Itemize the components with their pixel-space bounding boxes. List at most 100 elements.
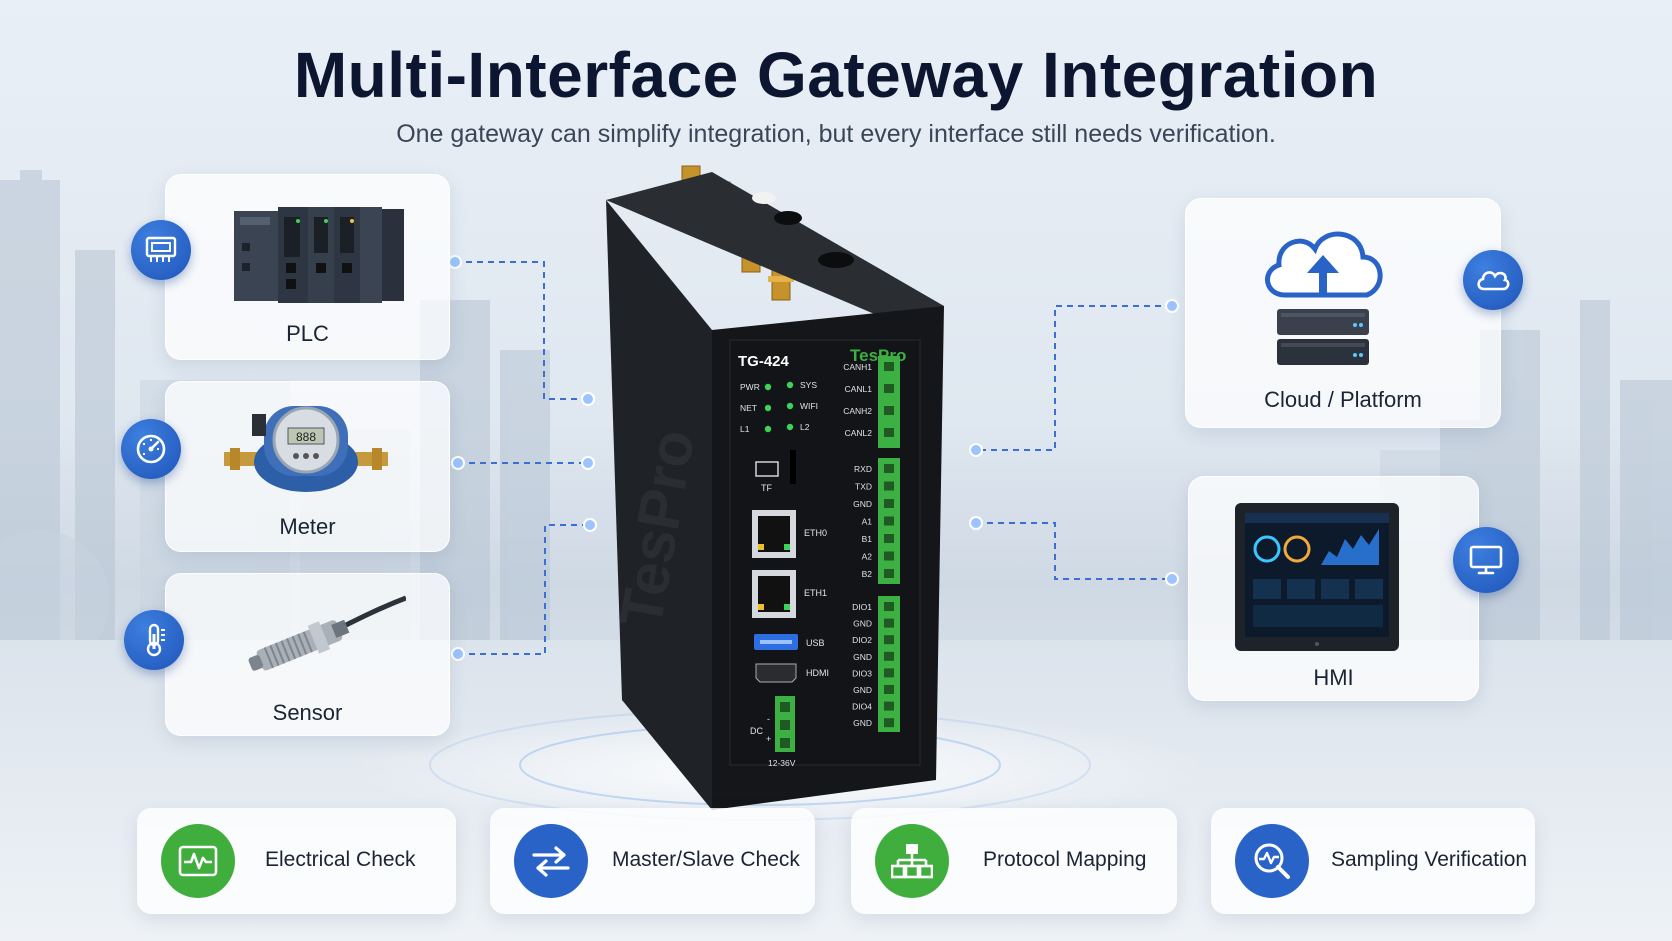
terminal-hole: [884, 516, 894, 526]
terminal-hole: [884, 534, 894, 543]
step-protocol-mapping: Protocol Mapping: [851, 808, 1177, 914]
terminal-pin-label: GND: [853, 499, 872, 509]
sensor-label: Sensor: [272, 700, 343, 725]
meter-display-text: 888: [296, 430, 316, 444]
svg-text:SYS: SYS: [800, 380, 817, 390]
svg-text:L1: L1: [740, 424, 750, 434]
terminal-pin-label: A1: [862, 517, 873, 527]
hmi-card: HMI: [1188, 476, 1479, 701]
sensor-badge: [124, 610, 184, 670]
step-icon-circle: [161, 824, 235, 898]
gateway-device: TesPro TG-424 TesPro PWR NET L1 SYS WIFI…: [606, 165, 944, 810]
plc-image: [234, 207, 404, 303]
svg-text:HDMI: HDMI: [806, 668, 829, 678]
monitor-icon: [1469, 545, 1503, 575]
terminal-hole: [884, 481, 894, 491]
terminal-hole: [884, 651, 894, 661]
step-label: Master/Slave Check: [612, 848, 800, 871]
svg-text:NET: NET: [740, 403, 757, 413]
cloud-label: Cloud / Platform: [1264, 387, 1422, 412]
terminal-hole: [884, 551, 894, 561]
terminal-hole: [884, 464, 894, 473]
meter-card: 888 Meter: [165, 381, 450, 552]
terminal-hole: [884, 701, 894, 711]
svg-text:-: -: [767, 714, 770, 724]
sensor-card: Sensor: [165, 573, 450, 736]
step-icon-circle: [875, 824, 949, 898]
terminal-hole: [884, 668, 894, 678]
meter-label: Meter: [279, 514, 336, 539]
cloud-icon: [1477, 271, 1510, 291]
terminal-pin-label: CANL1: [845, 384, 873, 394]
terminal-pin-label: CANL2: [845, 428, 873, 438]
terminal-pin-label: GND: [853, 685, 872, 695]
chip-icon: [145, 236, 177, 262]
terminal-hole: [884, 685, 894, 694]
terminal-pin-label: B2: [862, 569, 873, 579]
terminal-pin-label: TXD: [855, 482, 872, 492]
meter-image: 888: [224, 406, 388, 492]
waveform-icon: [178, 845, 218, 877]
terminal-pin-label: GND: [853, 718, 872, 728]
page-subtitle: One gateway can simplify integration, bu…: [396, 120, 1276, 148]
terminal-pin-label: CANH1: [843, 362, 872, 372]
terminal-pin-label: CANH2: [843, 406, 872, 416]
terminal-hole: [884, 406, 894, 415]
terminal-hole: [884, 718, 894, 728]
plc-label: PLC: [286, 321, 329, 346]
terminal-hole: [884, 428, 894, 437]
thermometer-icon: [146, 623, 165, 657]
swap-arrows-icon: [532, 846, 570, 877]
step-icon-circle: [1235, 824, 1309, 898]
gauge-icon: [136, 434, 166, 464]
terminal-pin-label: GND: [853, 619, 872, 629]
terminal-pin-label: DIO1: [852, 602, 872, 612]
hmi-image: [1235, 503, 1399, 651]
svg-text:+: +: [766, 734, 771, 744]
terminal-pin-label: DIO3: [852, 668, 872, 678]
step-sampling-verification: Sampling Verification: [1211, 808, 1535, 914]
terminal-hole: [884, 499, 894, 508]
step-label: Sampling Verification: [1331, 848, 1528, 871]
hmi-badge: [1453, 527, 1519, 593]
step-master-slave-check: Master/Slave Check: [490, 808, 815, 914]
terminal-pin-label: GND: [853, 652, 872, 662]
cloud-badge: [1463, 250, 1523, 310]
svg-text:DC: DC: [750, 726, 763, 736]
gateway-model: TG-424: [738, 353, 790, 370]
svg-text:12-36V: 12-36V: [768, 758, 796, 768]
meter-badge: [121, 419, 181, 479]
sensor-image: [248, 595, 406, 671]
step-label: Protocol Mapping: [983, 848, 1147, 871]
svg-text:TF: TF: [761, 483, 772, 493]
hmi-label: HMI: [1313, 665, 1354, 690]
cloud-card: Cloud / Platform: [1185, 198, 1501, 428]
terminal-pin-label: DIO4: [852, 702, 872, 712]
step-label: Electrical Check: [265, 848, 416, 871]
svg-text:L2: L2: [800, 422, 810, 432]
step-icon-circle: [514, 824, 588, 898]
svg-text:WIFI: WIFI: [800, 401, 818, 411]
terminal-hole: [884, 362, 894, 371]
hierarchy-icon: [891, 844, 933, 879]
terminal-hole: [884, 635, 894, 645]
terminal-hole: [884, 384, 894, 393]
terminal-pin-label: DIO2: [852, 635, 872, 645]
cloud-server-image: [1265, 231, 1383, 365]
plc-card: PLC: [165, 174, 450, 360]
svg-text:USB: USB: [806, 638, 825, 648]
page-title: Multi-Interface Gateway Integration: [293, 39, 1379, 111]
plc-badge: [131, 220, 191, 280]
step-electrical-check: Electrical Check: [137, 808, 456, 914]
terminal-hole: [884, 569, 894, 578]
terminal-pin-label: B1: [862, 534, 873, 544]
terminal-pin-label: A2: [862, 552, 873, 562]
terminal-pin-label: RXD: [854, 464, 872, 474]
terminal-hole: [884, 602, 894, 611]
svg-text:PWR: PWR: [740, 382, 760, 392]
magnifier-pulse-icon: [1254, 843, 1290, 879]
svg-text:ETH0: ETH0: [804, 528, 827, 538]
svg-text:ETH1: ETH1: [804, 588, 827, 598]
